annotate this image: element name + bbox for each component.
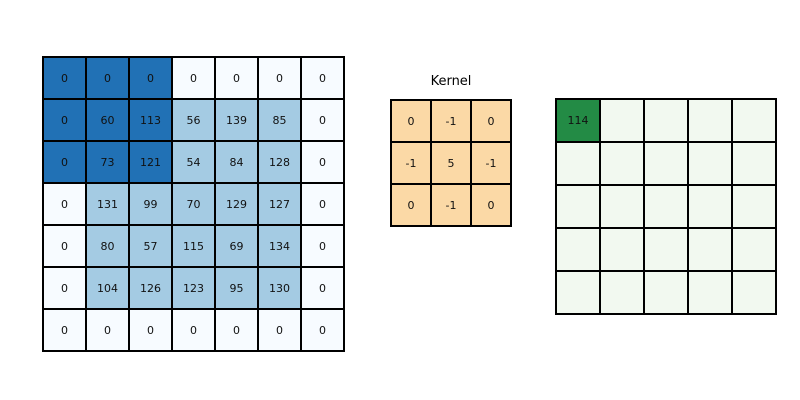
input-matrix-cell: 130 — [258, 267, 301, 309]
input-matrix-cell: 0 — [172, 57, 215, 99]
input-matrix-cell: 84 — [215, 141, 258, 183]
output-matrix-cell — [600, 271, 644, 314]
input-matrix-cell: 0 — [301, 183, 344, 225]
input-matrix-cell: 0 — [43, 309, 86, 351]
input-matrix-cell: 80 — [86, 225, 129, 267]
output-matrix-cell — [732, 271, 776, 314]
input-matrix-cell: 0 — [43, 57, 86, 99]
kernel-cell: -1 — [431, 100, 471, 142]
input-matrix-cell: 0 — [258, 309, 301, 351]
output-matrix-cell — [688, 185, 732, 228]
input-matrix-cell: 0 — [301, 309, 344, 351]
input-matrix-cell: 0 — [43, 141, 86, 183]
output-matrix-cell — [688, 271, 732, 314]
output-matrix-cell — [732, 142, 776, 185]
input-matrix-cell: 0 — [301, 99, 344, 141]
input-matrix-cell: 56 — [172, 99, 215, 141]
output-matrix-cell — [688, 142, 732, 185]
output-matrix-cell: 114 — [556, 99, 600, 142]
input-matrix-cell: 127 — [258, 183, 301, 225]
output-matrix-cell — [644, 185, 688, 228]
input-matrix-cell: 121 — [129, 141, 172, 183]
input-matrix-cell: 0 — [301, 267, 344, 309]
input-matrix-cell: 126 — [129, 267, 172, 309]
output-matrix-cell — [644, 271, 688, 314]
input-matrix-cell: 113 — [129, 99, 172, 141]
input-matrix-cell: 0 — [258, 57, 301, 99]
output-matrix-cell — [644, 228, 688, 271]
output-matrix-cell — [732, 228, 776, 271]
output-matrix-cell — [732, 185, 776, 228]
input-matrix-cell: 60 — [86, 99, 129, 141]
output-matrix-cell — [600, 142, 644, 185]
output-matrix-cell — [600, 228, 644, 271]
input-matrix-cell: 70 — [172, 183, 215, 225]
input-matrix-cell: 0 — [215, 309, 258, 351]
kernel-cell: -1 — [431, 184, 471, 226]
kernel-cell: 0 — [391, 100, 431, 142]
input-matrix-cell: 0 — [86, 57, 129, 99]
input-matrix-cell: 131 — [86, 183, 129, 225]
output-matrix-cell — [644, 99, 688, 142]
input-matrix-cell: 0 — [129, 57, 172, 99]
input-matrix-cell: 0 — [301, 225, 344, 267]
output-matrix-cell — [556, 142, 600, 185]
kernel-title: Kernel — [430, 74, 472, 89]
input-matrix-cell: 0 — [215, 57, 258, 99]
output-matrix-cell — [644, 142, 688, 185]
input-matrix-cell: 0 — [43, 99, 86, 141]
output-matrix-cell — [600, 185, 644, 228]
input-matrix-cell: 0 — [129, 309, 172, 351]
input-matrix-cell: 139 — [215, 99, 258, 141]
input-matrix-cell: 99 — [129, 183, 172, 225]
output-matrix-cell — [556, 185, 600, 228]
input-matrix-cell: 54 — [172, 141, 215, 183]
input-matrix-cell: 0 — [172, 309, 215, 351]
output-matrix-cell — [732, 99, 776, 142]
input-matrix-cell: 57 — [129, 225, 172, 267]
input-matrix-cell: 0 — [43, 267, 86, 309]
output-matrix-cell — [556, 271, 600, 314]
kernel-cell: -1 — [391, 142, 431, 184]
input-matrix-cell: 69 — [215, 225, 258, 267]
kernel-cell: 5 — [431, 142, 471, 184]
kernel-cell: 0 — [471, 100, 511, 142]
input-matrix-cell: 134 — [258, 225, 301, 267]
output-matrix: 114 — [555, 98, 777, 315]
kernel-cell: 0 — [391, 184, 431, 226]
input-matrix-cell: 95 — [215, 267, 258, 309]
input-matrix-cell: 128 — [258, 141, 301, 183]
input-matrix-cell: 115 — [172, 225, 215, 267]
input-matrix-cell: 0 — [86, 309, 129, 351]
input-matrix-cell: 0 — [43, 225, 86, 267]
input-matrix-cell: 0 — [43, 183, 86, 225]
output-matrix-cell — [688, 228, 732, 271]
input-matrix-cell: 85 — [258, 99, 301, 141]
input-matrix-cell: 0 — [301, 141, 344, 183]
output-matrix-cell — [600, 99, 644, 142]
input-matrix-cell: 104 — [86, 267, 129, 309]
output-matrix-cell — [556, 228, 600, 271]
input-matrix-cell: 73 — [86, 141, 129, 183]
kernel-cell: 0 — [471, 184, 511, 226]
input-matrix-cell: 129 — [215, 183, 258, 225]
output-matrix-cell — [688, 99, 732, 142]
input-matrix-cell: 123 — [172, 267, 215, 309]
input-matrix-cell: 0 — [301, 57, 344, 99]
kernel-cell: -1 — [471, 142, 511, 184]
